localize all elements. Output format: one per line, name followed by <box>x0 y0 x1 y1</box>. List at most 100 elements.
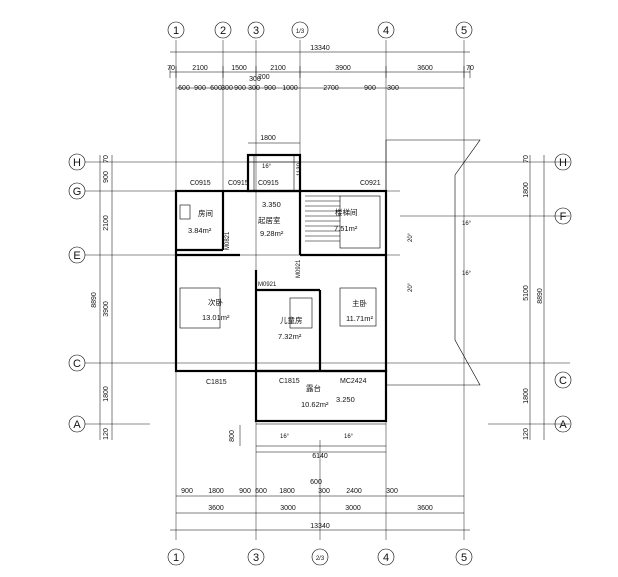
dim-top-r2-2: 1500 <box>231 65 247 72</box>
dim-right-1: 1800 <box>523 182 530 198</box>
axis-bubbles-left: H G E C A <box>68 153 86 433</box>
dim-top-r3-7: 1000 <box>282 85 298 92</box>
dim-bottom-r2-0: 3600 <box>208 505 224 512</box>
dim-bottom-r1-3: 600 <box>255 488 267 495</box>
dim-top-r2-1: 2100 <box>192 65 208 72</box>
slope-mark-1: 16° <box>462 221 472 227</box>
room-master-name: 主卧 <box>352 298 367 308</box>
room-labels: 房间 3.84m² 3.350 起居室 9.28m² 楼梯间 7.51m² 次卧… <box>188 200 373 409</box>
dim-top-extra-0: 300 <box>249 76 261 83</box>
dim-top-r3-2: 600 <box>210 85 222 92</box>
room-master-area: 11.71m² <box>346 314 373 323</box>
roof-mark-1: 20° <box>408 282 414 292</box>
dim-bottom-r1-4: 1800 <box>279 488 295 495</box>
dim-top-r3-0: 600 <box>178 85 190 92</box>
right-dimensions: 70 1800 5100 1800 120 8890 <box>523 155 545 440</box>
dim-top-overall: 13340 <box>310 45 330 52</box>
room-stair-name: 楼梯间 <box>335 207 358 217</box>
door-label-0: M0821 <box>225 231 231 250</box>
dim-bottom-r1-8: 300 <box>386 488 398 495</box>
dim-balcony-width: 6140 <box>312 453 328 460</box>
door-label-2: M0921 <box>296 259 302 278</box>
dim-top-r3-9: 900 <box>364 85 376 92</box>
axis-top-3: 3 <box>253 25 259 37</box>
dim-bottom-r1-1: 1800 <box>208 488 224 495</box>
room-stair-area: 7.51m² <box>334 224 358 233</box>
dim-top-r2-3: 2100 <box>270 65 286 72</box>
bed-icon-3 <box>289 297 313 329</box>
roof-outline <box>385 139 481 386</box>
axis-left-e: E <box>73 250 80 262</box>
axis-right-f: F <box>560 211 567 223</box>
room-bath-name: 房间 <box>198 208 213 218</box>
dim-right-2: 5100 <box>523 285 530 301</box>
stair-dim-label: 1130 <box>297 162 303 176</box>
window-label-1: C0915 <box>228 180 249 187</box>
axis-bottom-1: 1 <box>173 552 179 564</box>
axis-bubbles-bottom: 1 3 2/3 4 5 <box>167 548 473 566</box>
bed-icon <box>179 287 221 329</box>
dim-right-0: 70 <box>523 155 530 163</box>
axis-top-1: 1 <box>173 25 179 37</box>
axis-bottom-3: 3 <box>253 552 259 564</box>
room-kids-name: 儿童房 <box>280 315 303 325</box>
axis-top-2: 2 <box>220 25 226 37</box>
dim-top-r3-10: 300 <box>387 85 399 92</box>
door-label-3: MC2424 <box>340 378 367 385</box>
stair-treads <box>305 195 381 249</box>
room-bed2-area: 13.01m² <box>202 313 230 322</box>
bed-icon-2 <box>339 287 377 327</box>
dim-top-r3-4: 900 <box>234 85 246 92</box>
dim-stair-width: 1800 <box>260 135 276 142</box>
dim-balcony-depth: 800 <box>229 430 236 442</box>
room-living-area: 9.28m² <box>260 229 284 238</box>
dim-bottom-r2-2: 3000 <box>345 505 361 512</box>
slope-mark-2: 16° <box>462 271 472 277</box>
window-label-5: C1815 <box>279 378 300 385</box>
room-balcony-level: 3.250 <box>336 395 355 404</box>
axis-right-a: A <box>559 419 567 431</box>
dim-bottom-r1-7: 2400 <box>346 488 362 495</box>
axis-left-g: G <box>73 186 82 198</box>
dim-top-r3-5: 300 <box>248 85 260 92</box>
slope-mark-0: 16° <box>262 164 272 170</box>
left-dimensions: 70 900 2100 3900 1800 120 8890 <box>91 155 113 440</box>
axis-left-h: H <box>73 157 81 169</box>
dim-bottom-overall: 13340 <box>310 523 330 530</box>
dim-top-r2-5: 3600 <box>417 65 433 72</box>
dim-left-3: 3900 <box>103 301 110 317</box>
room-living-level: 3.350 <box>262 200 281 209</box>
room-bath-area: 3.84m² <box>188 226 212 235</box>
grid-lines <box>85 40 570 540</box>
dim-top-r3-8: 2700 <box>323 85 339 92</box>
dim-left-4: 1800 <box>103 386 110 402</box>
axis-bottom-5: 5 <box>461 552 467 564</box>
dim-top-r2-0: 70 <box>167 65 175 72</box>
axis-bubbles-top: 1 2 3 1/3 4 5 <box>167 21 473 39</box>
dim-bottom-r2-3: 3600 <box>417 505 433 512</box>
axis-bottom-4: 4 <box>383 552 389 564</box>
slope-mark-4: 16° <box>344 434 354 440</box>
furniture <box>179 204 377 329</box>
dim-right-overall: 8890 <box>537 288 544 304</box>
window-label-0: C0915 <box>190 180 211 187</box>
dim-top-r3-1: 900 <box>194 85 206 92</box>
dim-top-r3-3: 300 <box>221 85 233 92</box>
axis-right-h: H <box>559 157 567 169</box>
dim-top-r3-6: 900 <box>264 85 276 92</box>
window-label-2: C0915 <box>258 180 279 187</box>
dim-right-3: 1800 <box>523 388 530 404</box>
dim-left-0: 70 <box>103 155 110 163</box>
window-label-4: C1815 <box>206 379 227 386</box>
opening-labels: C0915 C0915 C0915 C0921 C1815 C1815 M082… <box>190 162 472 440</box>
dim-bottom-r1-6: 300 <box>318 488 330 495</box>
axis-top-4: 4 <box>383 25 389 37</box>
dim-top-r2-6: 70 <box>466 65 474 72</box>
dim-left-5: 120 <box>103 428 110 440</box>
dim-right-4: 120 <box>523 428 530 440</box>
door-label-1: M0921 <box>258 282 277 288</box>
axis-top-5: 5 <box>461 25 467 37</box>
axis-bubbles-right: H F C A <box>554 153 572 433</box>
dim-bottom-r2-1: 3000 <box>280 505 296 512</box>
